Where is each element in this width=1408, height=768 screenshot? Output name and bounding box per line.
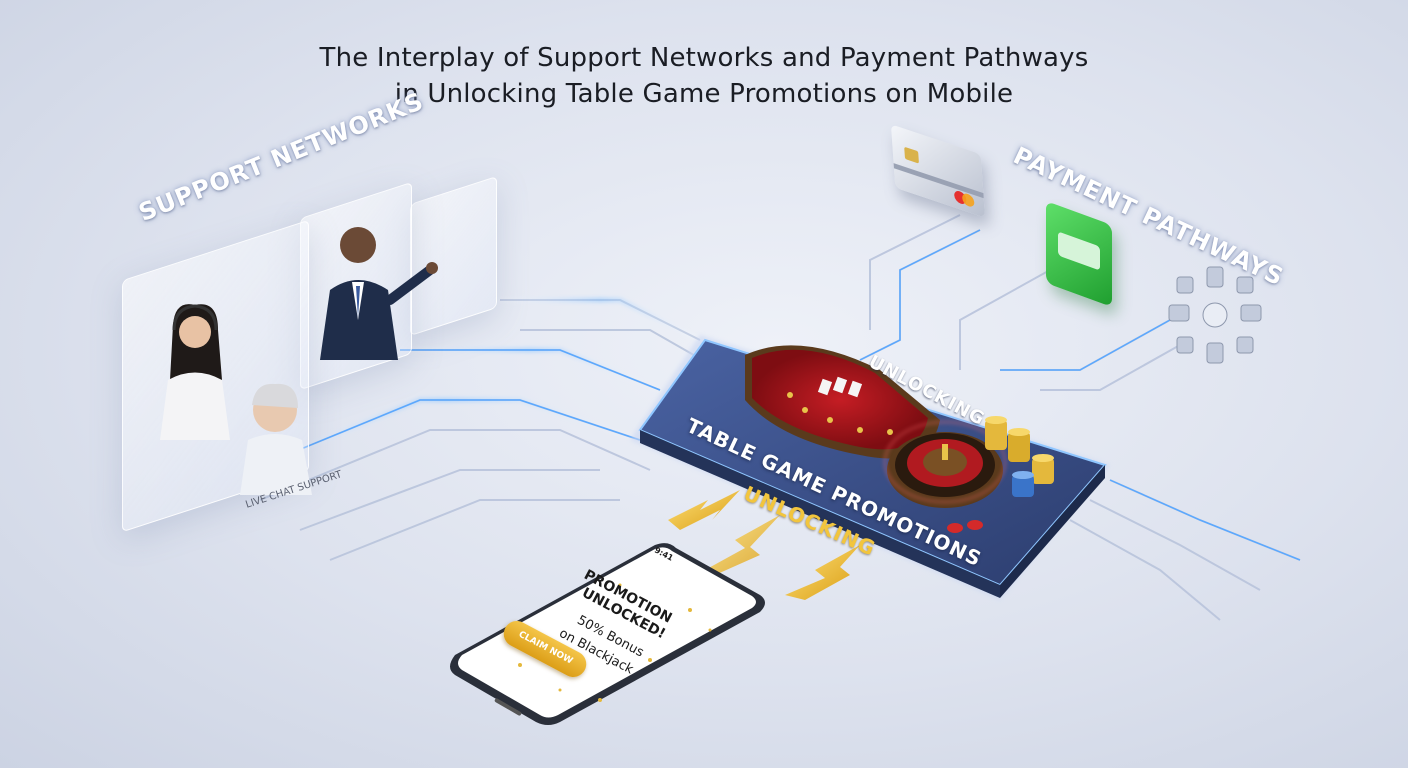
smartphone: [450, 543, 765, 725]
page-title: The Interplay of Support Networks and Pa…: [0, 40, 1408, 112]
wallet-slot: [1058, 231, 1100, 271]
chip-stacks: [947, 416, 1054, 533]
network-gear-icon: [1168, 266, 1262, 364]
gold-arrows: [668, 490, 860, 600]
blackjack-table: [745, 345, 940, 459]
title-line-2: in Unlocking Table Game Promotions on Mo…: [394, 79, 1014, 109]
card-chip: [904, 146, 919, 164]
support-panel-main: [300, 181, 412, 391]
support-panel-back: [410, 175, 497, 337]
title-line-1: The Interplay of Support Networks and Pa…: [319, 43, 1089, 73]
roulette-wheel: [884, 421, 1006, 508]
